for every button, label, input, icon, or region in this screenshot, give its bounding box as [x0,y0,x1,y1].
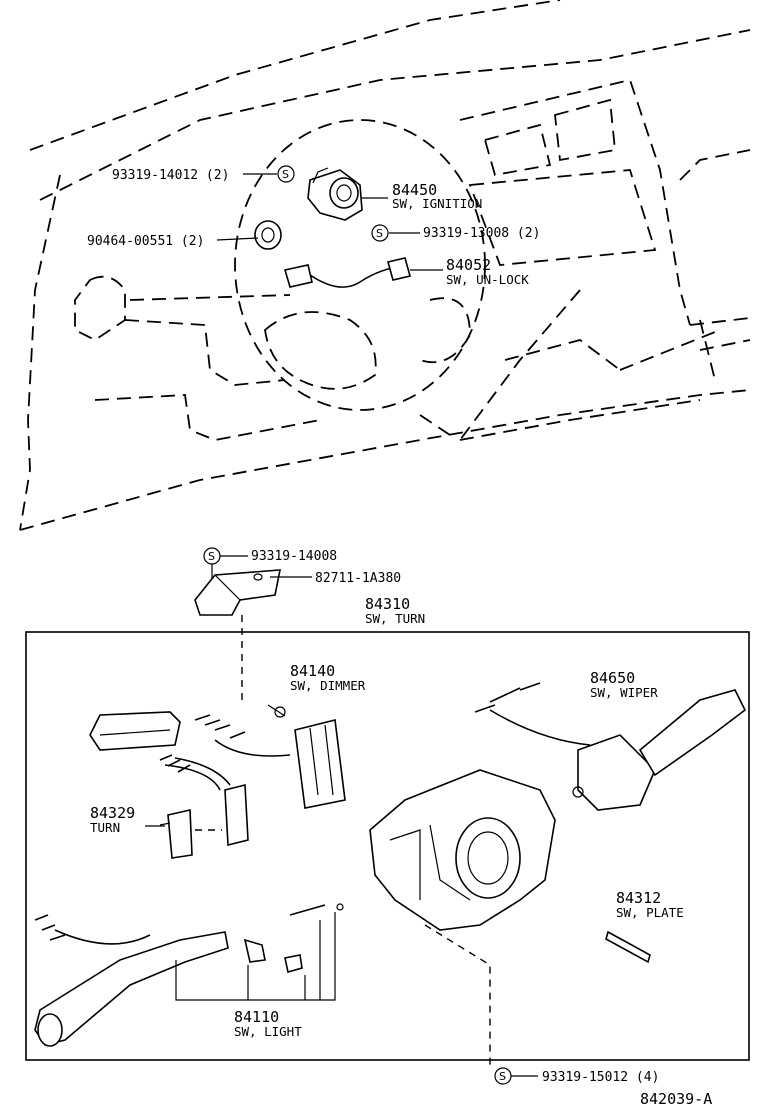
bolt-14008-label: 93319-14008 [251,549,337,564]
figure-id: 842039-A [640,1090,712,1108]
screw-icon: S [499,1070,506,1083]
turn-switch-number: 84310 [365,595,410,613]
wiper-switch-part [474,682,747,811]
plate-name: SW, PLATE [616,905,684,920]
wire-harness-part [159,714,291,847]
ignition-name: SW, IGNITION [392,196,482,211]
bracket-label: 82711-1A380 [315,571,401,586]
turn-part [159,809,222,859]
wiper-name: SW, WIPER [590,685,658,700]
top-leaders [216,165,443,271]
turn-switch-name: SW, TURN [365,611,425,626]
dimmer-name: SW, DIMMER [290,678,366,693]
light-name: SW, LIGHT [234,1024,302,1039]
screw-icon: S [282,168,289,181]
ignition-switch-part [307,167,363,221]
washer-label: 90464-00551 (2) [87,234,204,249]
bolt-15012-label: 93319-15012 (4) [542,1070,659,1085]
light-switch-part [34,903,344,1047]
bolt-14012-label: 93319-14012 (2) [112,168,229,183]
turn-number: 84329 [90,804,135,822]
dimmer-number: 84140 [290,662,335,680]
ignition-number: 84450 [392,181,437,199]
plate-part [605,930,651,964]
unlock-name: SW, UN-LOCK [446,272,529,287]
turn-switch-assembly-box [25,631,750,1061]
unlock-switch-part [283,257,411,288]
bottom-leaders [145,825,538,1085]
connector-part [89,711,181,751]
screw-icon: S [376,227,383,240]
unlock-number: 84052 [446,256,491,274]
steering-wheel [234,119,486,411]
turn-name: TURN [90,820,120,835]
dashboard-outline [19,0,751,531]
bolt-13008-label: 93319-13008 (2) [423,226,540,241]
switch-body-part [369,769,556,931]
bracket-part [194,547,312,700]
screw-icon: S [208,550,215,563]
light-number: 84110 [234,1008,279,1026]
plate-number: 84312 [616,889,661,907]
washer-part [254,220,282,250]
wiper-number: 84650 [590,669,635,687]
dimmer-switch-part [267,704,346,809]
